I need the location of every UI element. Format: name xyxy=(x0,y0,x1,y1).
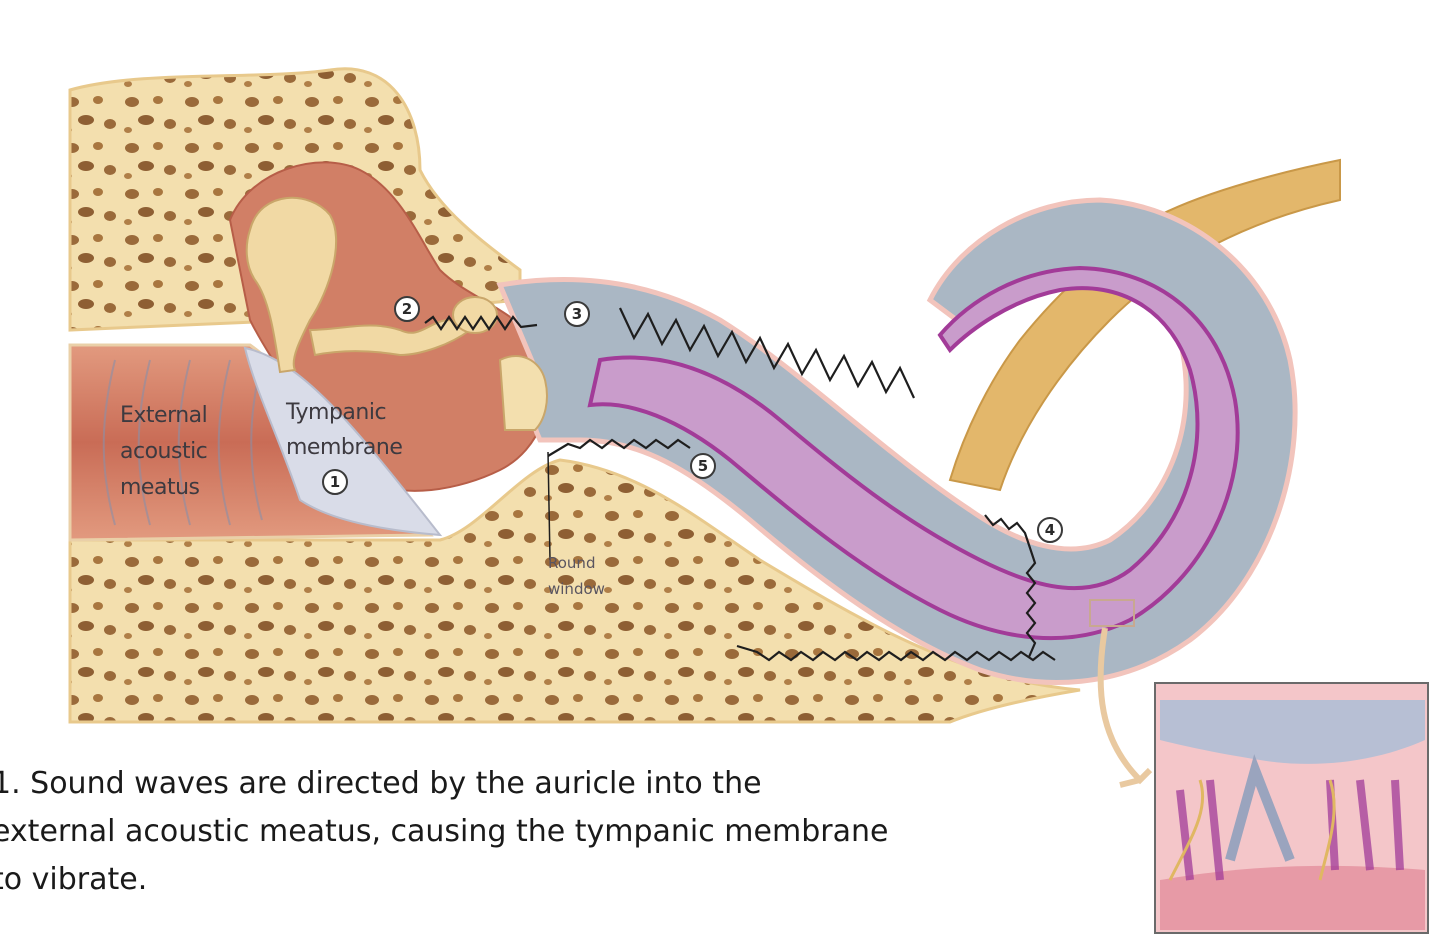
step-marker-3: 3 xyxy=(564,301,590,327)
tympanic-membrane-shape xyxy=(243,346,443,537)
step-marker-4: 4 xyxy=(1037,517,1063,543)
label-external-2: acoustic xyxy=(120,439,208,464)
caption: 1. Sound waves are directed by the auric… xyxy=(0,760,992,904)
round-window-region xyxy=(498,355,548,431)
caption-line-3: to vibrate. xyxy=(0,862,148,897)
step-marker-5: 5 xyxy=(690,453,716,479)
caption-line-1: 1. Sound waves are directed by the auric… xyxy=(0,766,762,801)
label-round-2: window xyxy=(548,580,605,598)
caption-line-2: external acoustic meatus, causing the ty… xyxy=(0,814,889,849)
step-marker-2: 2 xyxy=(394,296,420,322)
label-tympanic-2: membrane xyxy=(286,435,403,460)
label-round-1: Round xyxy=(548,554,596,572)
sound-wave-paths xyxy=(424,307,1056,662)
label-tympanic-1: Tympanic xyxy=(286,400,387,425)
label-external-1: External xyxy=(120,403,208,428)
cochlear-duct xyxy=(587,265,1240,641)
canal-striations xyxy=(102,359,263,526)
cochlea-scala xyxy=(496,197,1298,685)
organ-of-corti-inset xyxy=(1154,682,1429,934)
temporal-bone-lower xyxy=(68,458,1081,724)
inset-arrow xyxy=(1097,627,1153,788)
inset-marker xyxy=(1089,599,1135,627)
step-marker-1: 1 xyxy=(322,469,348,495)
label-external-3: meatus xyxy=(120,475,200,500)
